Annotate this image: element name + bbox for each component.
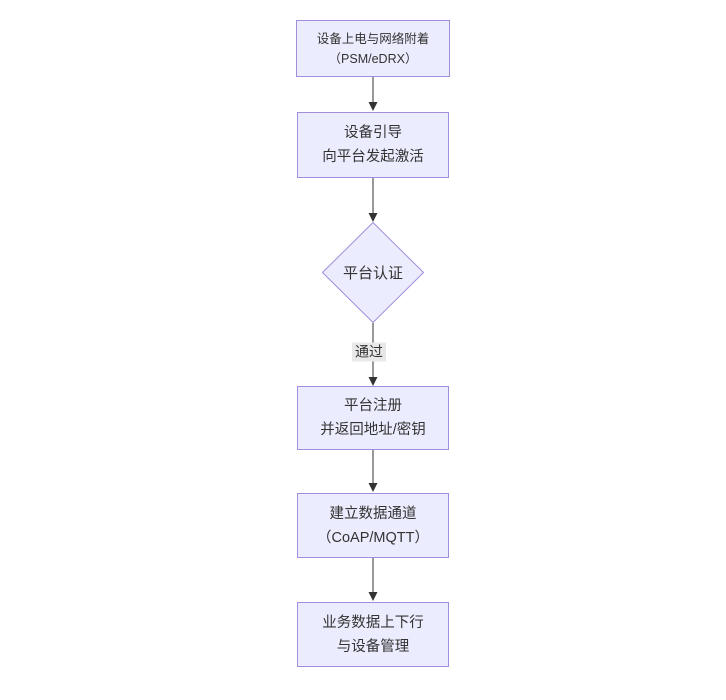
node-data-channel: 建立数据通道 （CoAP/MQTT）: [297, 493, 449, 558]
node-platform-register: 平台注册 并返回地址/密钥: [297, 386, 449, 450]
decision-label: 平台认证: [342, 265, 403, 282]
node-text-line: 向平台发起激活: [322, 149, 424, 165]
arrow-e-to-f: [368, 558, 378, 601]
node-text-line: 业务数据上下行: [322, 614, 424, 631]
arrow-b-to-c: [368, 178, 378, 222]
node-text-line: 并返回地址/密钥: [320, 422, 426, 438]
node-text-line: 平台注册: [344, 398, 402, 414]
node-text-line: 设备引导: [344, 125, 402, 141]
node-text-line: 设备上电与网络附着: [316, 31, 430, 46]
arrow-d-to-e: [368, 450, 378, 492]
arrow-a-to-b: [368, 77, 378, 111]
node-text-line: （CoAP/MQTT）: [317, 529, 429, 546]
diamond-shape: [322, 222, 424, 323]
node-device-power-network-attach: 设备上电与网络附着 （PSM/eDRX）: [296, 20, 450, 77]
node-text-line: （PSM/eDRX）: [328, 51, 418, 66]
node-business-data-device-mgmt: 业务数据上下行 与设备管理: [297, 602, 449, 667]
node-text-line: 建立数据通道: [329, 505, 417, 522]
node-device-bootstrap-activate: 设备引导 向平台发起激活: [297, 112, 449, 178]
decision-platform-auth: 平台认证: [322, 222, 424, 323]
edge-label-pass: 通过: [352, 342, 386, 362]
node-text-line: 与设备管理: [336, 638, 410, 655]
